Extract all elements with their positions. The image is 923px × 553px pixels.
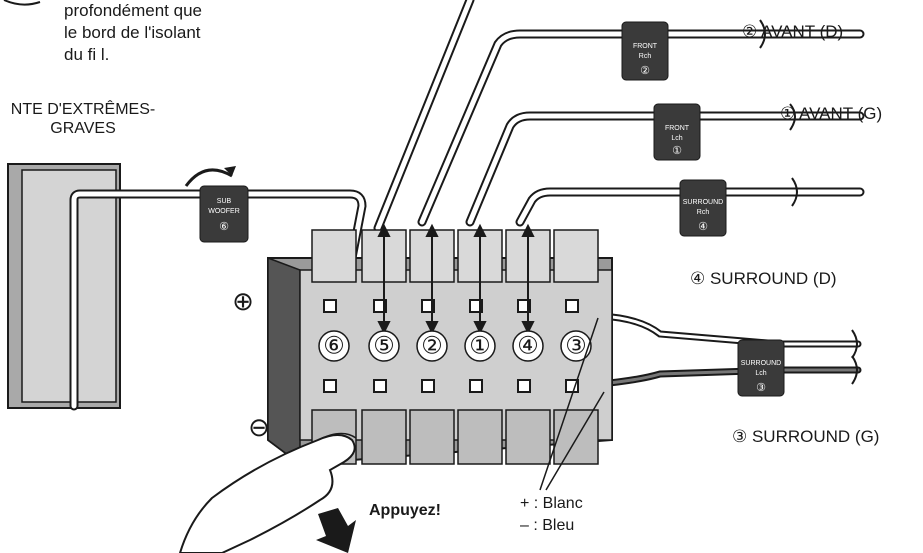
label-surround-right: ④ SURROUND (D) xyxy=(690,269,837,288)
hand-illustration xyxy=(178,432,357,553)
svg-text:Rch: Rch xyxy=(639,53,652,60)
note-line: du fi l. xyxy=(64,45,110,64)
label-surround-left: ③ SURROUND (G) xyxy=(732,427,880,446)
note-line: profondément que xyxy=(64,1,202,20)
legend-pointers xyxy=(539,317,605,491)
svg-text:①: ① xyxy=(672,145,682,157)
svg-text:WOOFER: WOOFER xyxy=(208,208,240,215)
svg-text:Lch: Lch xyxy=(671,135,682,142)
note-line: le bord de l'isolant xyxy=(64,23,201,42)
minus-icon: ⊖ xyxy=(248,412,270,442)
label-front-right: ② AVANT (D) xyxy=(742,22,844,41)
svg-text:SUB: SUB xyxy=(217,198,232,205)
tag-subwoofer: SUB WOOFER ⑥ xyxy=(199,185,249,243)
svg-text:FRONT: FRONT xyxy=(633,43,658,50)
terminal-number: ① xyxy=(469,333,491,360)
terminal-number: ④ xyxy=(517,333,539,360)
svg-text:②: ② xyxy=(640,65,650,77)
rotate-arrow-icon xyxy=(184,168,233,187)
tag-front-right: FRONT Rch ② xyxy=(621,21,669,81)
terminal-numbers: ⑥ ⑤ ② ① ④ ③ xyxy=(318,330,592,362)
terminal-number: ③ xyxy=(565,333,587,360)
terminal-number: ② xyxy=(421,333,443,360)
svg-text:SURROUND: SURROUND xyxy=(741,360,781,367)
cable-ends xyxy=(759,19,858,385)
tag-surround-left: SURROUND Lch ③ xyxy=(737,339,785,397)
press-arrow-icon xyxy=(316,508,356,553)
terminal-number: ⑥ xyxy=(323,333,345,360)
svg-text:③: ③ xyxy=(756,382,766,394)
svg-text:FRONT: FRONT xyxy=(665,125,690,132)
terminal-number: ⑤ xyxy=(373,333,395,360)
wire-color-legend: + : Blanc – : Bleu xyxy=(520,493,583,537)
instruction-note: profondément que le bord de l'isolant du… xyxy=(64,0,202,66)
tag-surround-right: SURROUND Rch ④ xyxy=(679,179,727,237)
press-label: Appuyez! xyxy=(369,502,441,519)
svg-text:④: ④ xyxy=(698,221,708,233)
svg-text:⑥: ⑥ xyxy=(219,221,229,233)
legend-plus: + : Blanc xyxy=(520,495,583,512)
legend-minus: – : Bleu xyxy=(520,517,575,534)
terminal-block xyxy=(267,229,613,466)
note-pointer xyxy=(3,0,41,6)
label-front-left: ① AVANT (G) xyxy=(780,104,883,123)
plus-icon: ⊕ xyxy=(232,286,254,316)
subwoofer-label: NTE D'EXTRÊMES- GRAVES xyxy=(10,101,156,137)
speaker-cables xyxy=(373,0,865,388)
svg-text:Lch: Lch xyxy=(755,370,766,377)
svg-text:Rch: Rch xyxy=(697,209,710,216)
insert-arrows xyxy=(377,223,535,335)
tag-front-left: FRONT Lch ① xyxy=(653,103,701,161)
subwoofer-box xyxy=(7,163,121,409)
svg-text:SURROUND: SURROUND xyxy=(683,199,723,206)
